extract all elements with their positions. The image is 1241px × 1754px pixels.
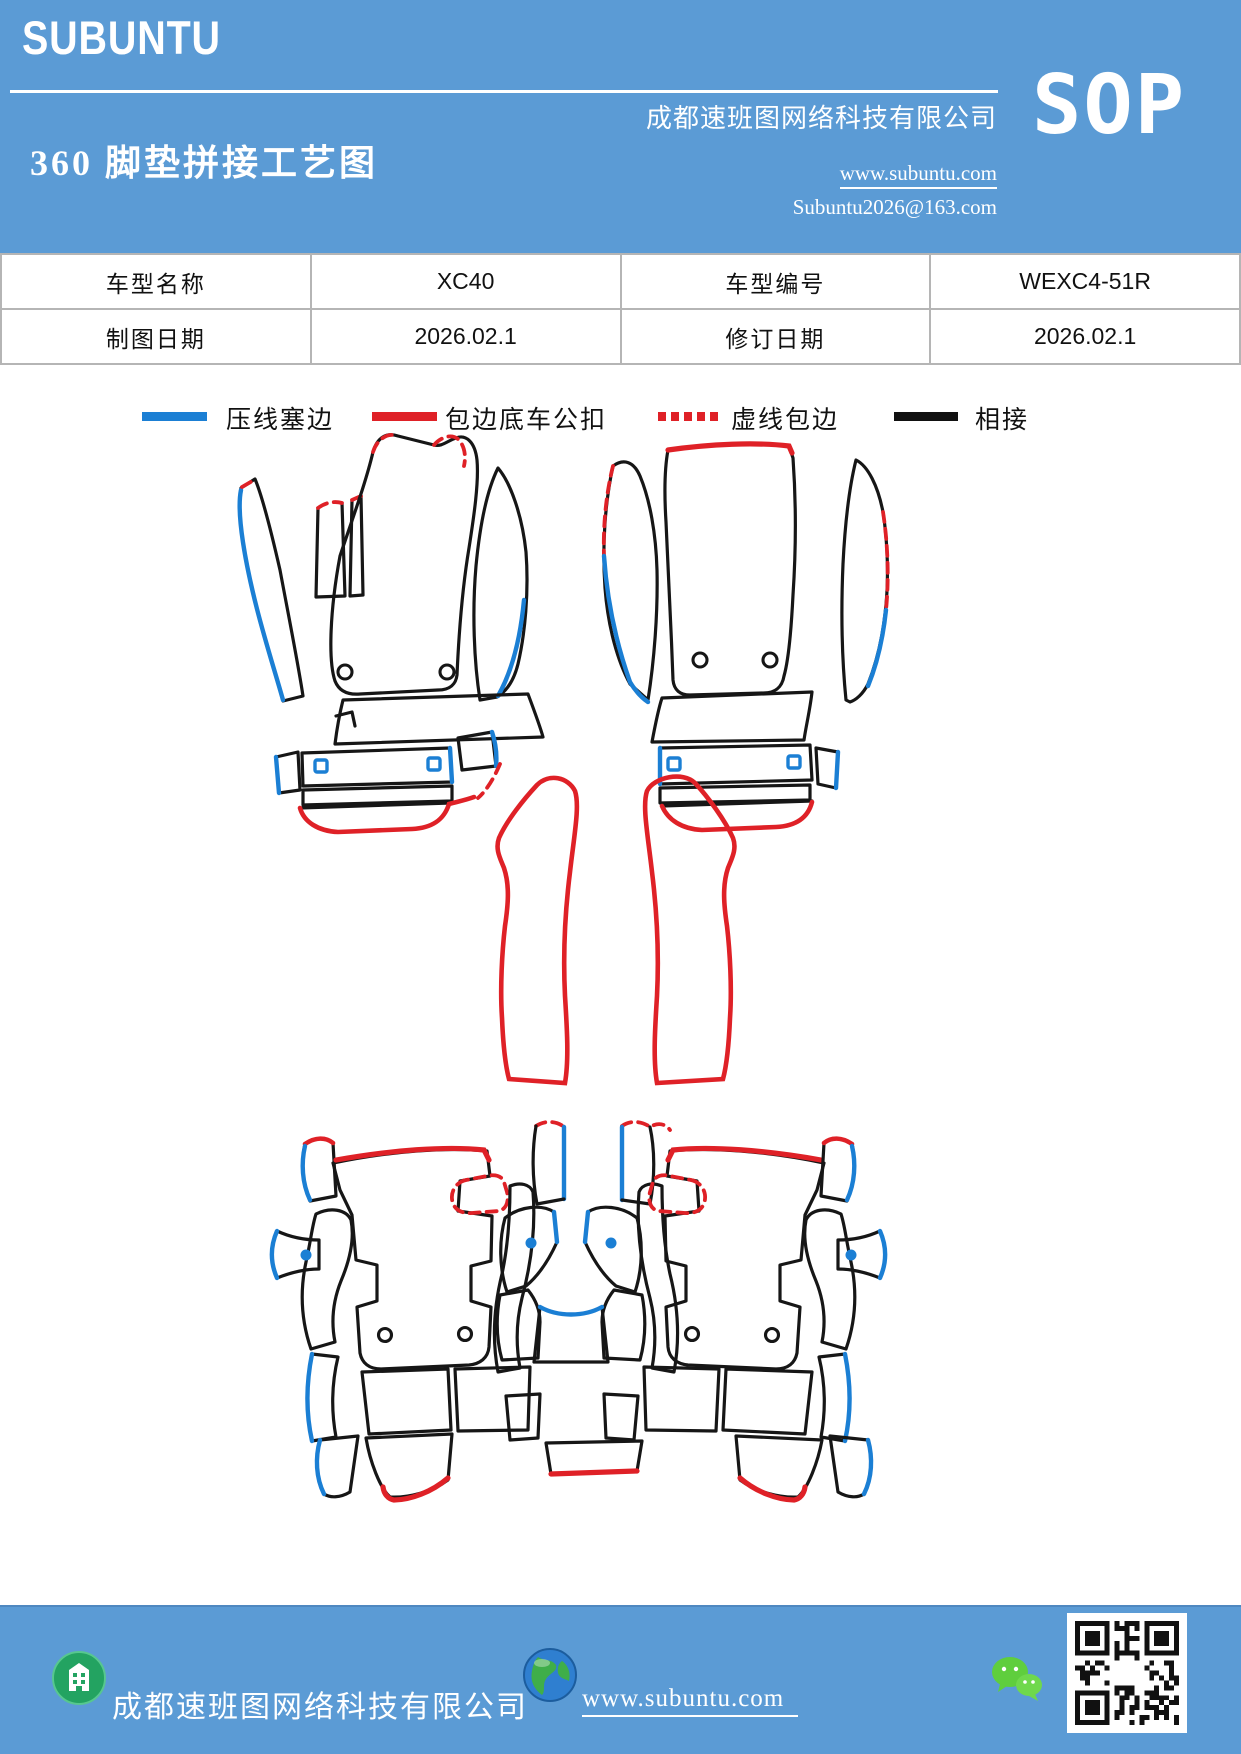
cell-draw-date-label: 制图日期 [0, 308, 312, 365]
header-email[interactable]: Subuntu2026@163.com [792, 195, 997, 219]
footer-website-link[interactable]: www.subuntu.com [582, 1685, 799, 1717]
legend-label-black: 相接 [975, 407, 1030, 434]
header-contact-block: 成都速班图网络科技有限公司 www.subuntu.com Subuntu202… [560, 98, 997, 220]
line-legend: 压线塞边 包边底车公扣 虚线包边 相接 [0, 398, 1241, 438]
brand-logo: SUBUNTU [22, 11, 221, 64]
legend-swatch-red [372, 412, 437, 421]
legend-swatch-red-dashed [658, 412, 722, 421]
table-row: 车型名称 XC40 车型编号 WEXC4-51R [0, 253, 1241, 310]
legend-label-blue: 压线塞边 [226, 407, 335, 434]
cell-revise-date-value: 2026.02.1 [929, 308, 1241, 365]
cell-model-code-value: WEXC4-51R [929, 253, 1241, 310]
company-badge-icon [52, 1651, 106, 1710]
footer-banner: 成都速班图网络科技有限公司 www.subuntu.com [0, 1605, 1241, 1754]
cell-model-name-value: XC40 [309, 253, 622, 310]
cell-draw-date-value: 2026.02.1 [309, 308, 622, 365]
header-website-link[interactable]: www.subuntu.com [839, 161, 997, 189]
door-sill-pillar-pieces [495, 774, 737, 1086]
header-divider-line [10, 90, 998, 93]
globe-icon [522, 1647, 578, 1708]
cell-model-code-label: 车型编号 [619, 253, 932, 310]
legend-swatch-blue [142, 412, 207, 421]
legend-label-red: 包边底车公扣 [445, 407, 608, 434]
qr-code [1067, 1613, 1187, 1733]
page-title: 360 脚垫拼接工艺图 [30, 143, 379, 183]
footer-company-name: 成都速班图网络科技有限公司 [112, 1691, 528, 1724]
legend-swatch-black [894, 412, 958, 421]
vehicle-info-table: 车型名称 XC40 车型编号 WEXC4-51R 制图日期 2026.02.1 … [0, 253, 1241, 365]
cell-revise-date-label: 修订日期 [619, 308, 932, 365]
front-left-mat-group [237, 433, 545, 835]
wechat-icon [988, 1655, 1046, 1708]
rear-mat-group [269, 1120, 888, 1503]
cell-model-name-label: 车型名称 [0, 253, 312, 310]
front-right-mat-group [601, 441, 890, 833]
legend-label-dashed: 虚线包边 [731, 407, 840, 434]
sop-label: SOP [1032, 58, 1187, 153]
header-company-name: 成都速班图网络科技有限公司 [645, 104, 997, 133]
table-row: 制图日期 2026.02.1 修订日期 2026.02.1 [0, 308, 1241, 365]
header-banner: SUBUNTU 360 脚垫拼接工艺图 成都速班图网络科技有限公司 www.su… [0, 0, 1241, 253]
